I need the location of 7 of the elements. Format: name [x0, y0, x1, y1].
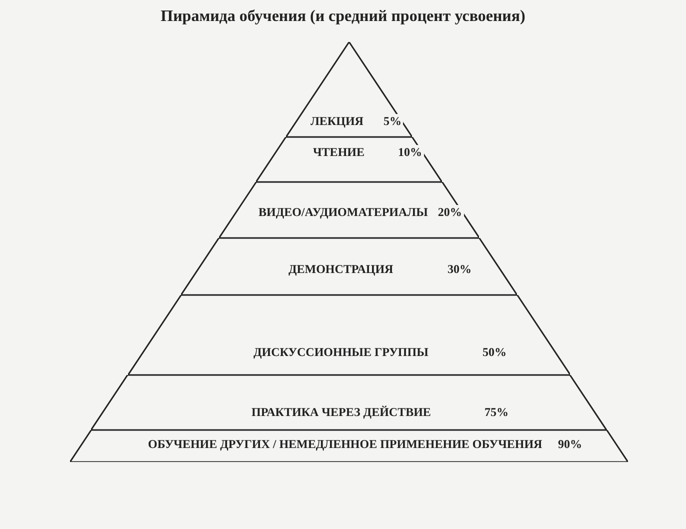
- diagram-title: Пирамида обучения (и средний процент усвоения): [160, 8, 526, 26]
- tier-label: ДЕМОНСТРАЦИЯ: [286, 262, 396, 277]
- tier-label: ВИДЕО/АУДИОМАТЕРИАЛЫ: [256, 205, 430, 220]
- tier-label: ОБУЧЕНИЕ ДРУГИХ / НЕМЕДЛЕННОЕ ПРИМЕНЕНИЕ ОБУЧЕНИЯ: [146, 437, 544, 452]
- tier-label: ПРАКТИКА ЧЕРЕЗ ДЕЙСТВИЕ: [249, 405, 433, 420]
- tier-label: ЛЕКЦИЯ: [308, 114, 366, 129]
- tier-label: ДИСКУССИОННЫЕ ГРУППЫ: [251, 345, 430, 360]
